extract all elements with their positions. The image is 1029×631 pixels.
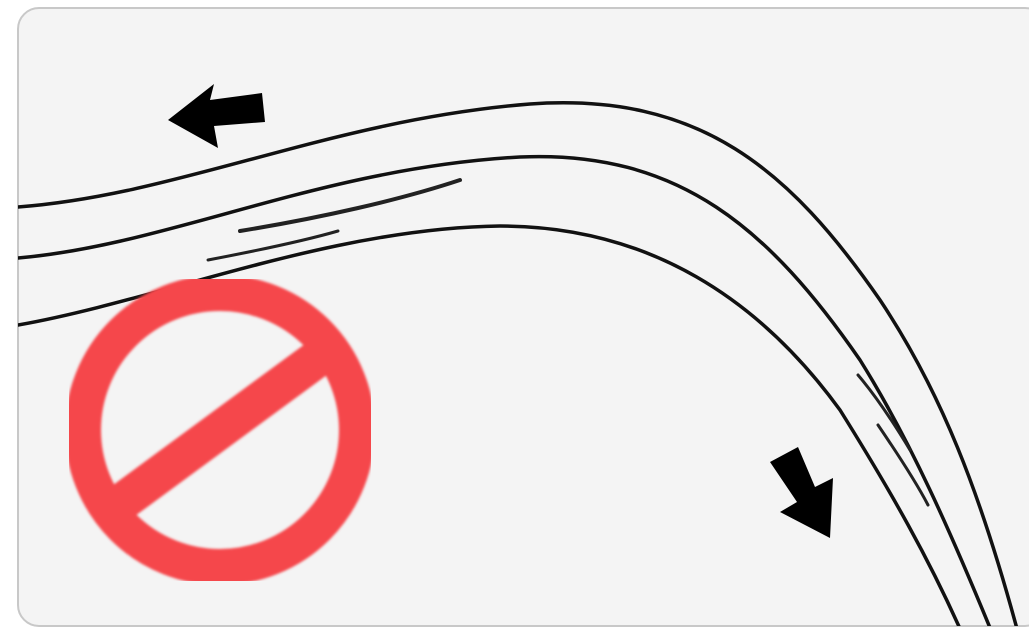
prohibited-sign-icon bbox=[83, 293, 357, 567]
skid-mark bbox=[858, 375, 910, 450]
arrow-down-right-icon bbox=[770, 447, 833, 538]
skid-mark bbox=[208, 231, 338, 260]
skid-mark bbox=[240, 180, 460, 231]
arrow-left-icon bbox=[168, 84, 265, 148]
